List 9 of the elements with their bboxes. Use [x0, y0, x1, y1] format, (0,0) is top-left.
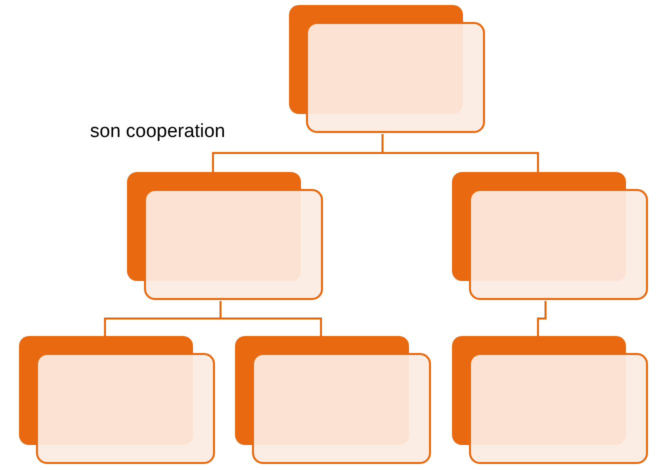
org-chart-box — [19, 336, 216, 465]
note-text: son cooperation — [90, 121, 226, 143]
connector-line — [382, 134, 539, 172]
connector-line — [537, 301, 546, 336]
org-chart-box — [452, 336, 649, 465]
org-chart-box — [289, 5, 486, 134]
org-chart-box — [127, 172, 324, 301]
org-chart-box — [235, 336, 432, 465]
org-chart-box — [452, 172, 649, 301]
